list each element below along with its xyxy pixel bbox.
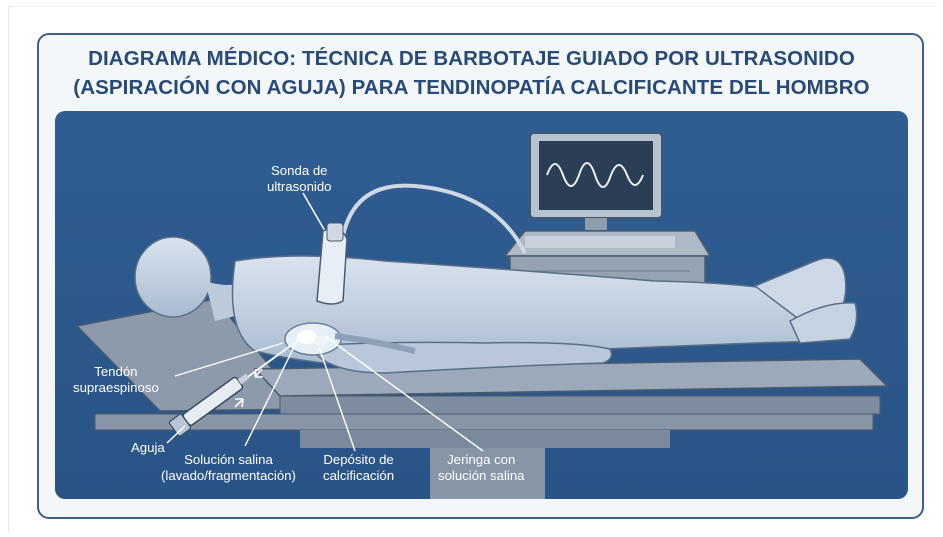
saline-label-line-2: (lavado/fragmentación): [161, 468, 296, 483]
page-border: [8, 6, 937, 532]
syringe-label: Jeringa con solución salina: [438, 452, 525, 484]
leader-lines: [166, 332, 484, 452]
probe-label: Sonda de ultrasonido: [267, 163, 332, 195]
syringe-label-line-2: solución salina: [438, 468, 525, 483]
diagram-title-line-2: (ASPIRACIÓN CON AGUJA) PARA TENDINOPATÍA…: [73, 76, 870, 99]
probe-leader-line: [302, 192, 326, 232]
procedure-table: [75, 298, 889, 499]
illustration-panel: Sonda de ultrasonido Tendón supraespinos…: [55, 111, 908, 499]
probe-label-line-1: Sonda de: [271, 163, 328, 178]
diagram-title-line-1: DIAGRAMA MÉDICO: TÉCNICA DE BARBOTAJE GU…: [88, 47, 855, 70]
deposit-label: Depósito de calcificación: [323, 452, 394, 484]
patient-body: [134, 236, 858, 374]
needle-label: Aguja: [131, 440, 165, 455]
tendon-label-line-1: Tendón: [94, 364, 138, 379]
syringe-label-line-1: Jeringa con: [447, 452, 516, 467]
ultrasound-probe: [316, 222, 348, 305]
tendon-label-line-2: supraespinoso: [73, 380, 159, 395]
deposit-label-line-2: calcificación: [323, 468, 395, 483]
saline-label-line-1: Solución salina: [184, 452, 273, 467]
probe-cable: [341, 183, 527, 254]
tendon-label: Tendón supraespinoso: [73, 364, 159, 396]
calcification-deposit: [284, 322, 416, 356]
probe-label-line-2: ultrasonido: [267, 179, 332, 194]
deposit-label-line-1: Depósito de: [323, 452, 394, 467]
saline-label: Solución salina (lavado/fragmentación): [161, 452, 296, 484]
needle-and-syringe: [168, 340, 298, 437]
